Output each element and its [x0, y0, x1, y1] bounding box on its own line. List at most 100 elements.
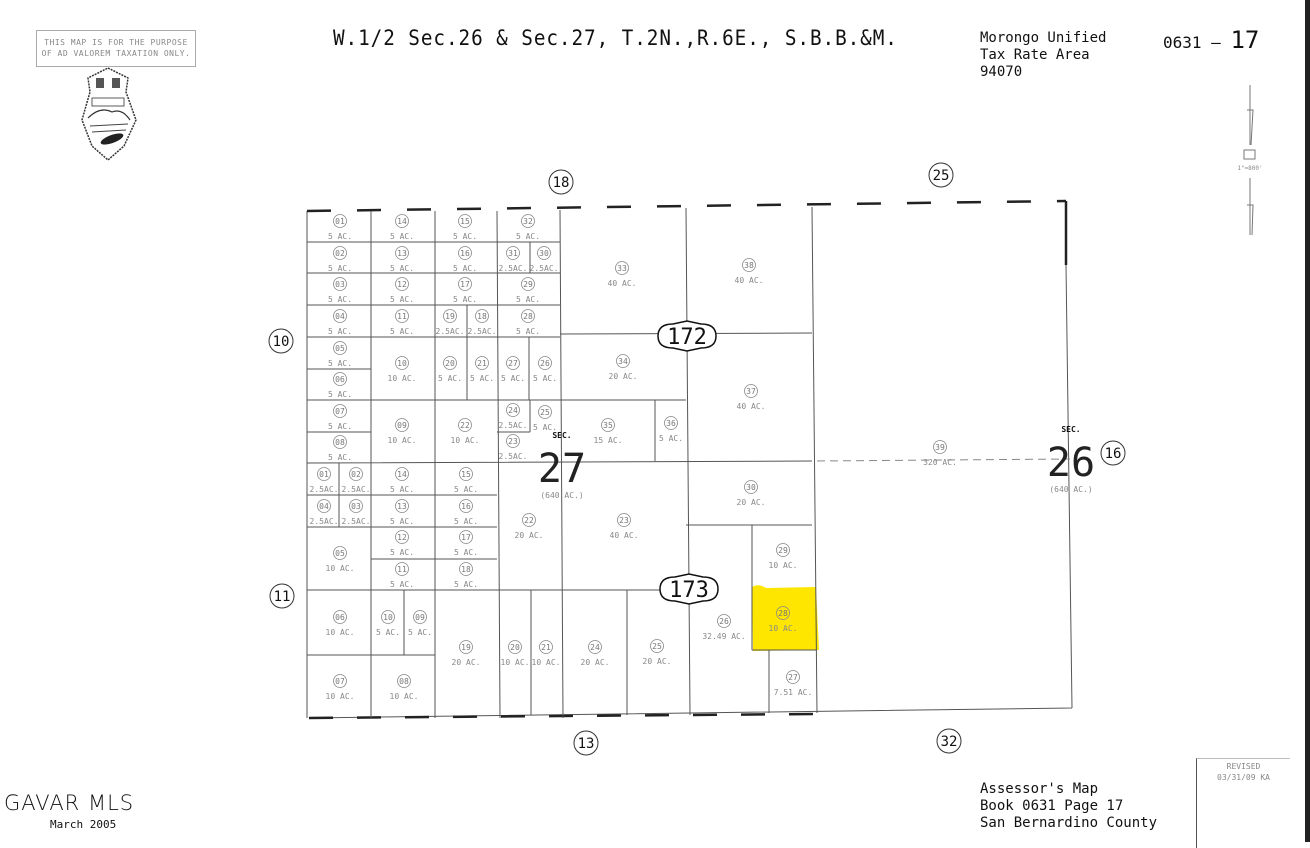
parcel-number-circle: [458, 246, 472, 260]
parcel-number-circle: [333, 246, 347, 260]
parcel-acreage: 5 AC.: [390, 485, 414, 494]
parcel-acreage: 7.51 AC.: [774, 688, 813, 697]
parcel-number-circle: [521, 277, 535, 291]
parcel-acreage: 5 AC.: [408, 628, 432, 637]
adjacent-section-marker: 11: [269, 583, 295, 609]
parcel[interactable]: 025 AC.: [328, 246, 352, 274]
parcel[interactable]: 175 AC.: [453, 277, 477, 305]
parcel-number-circle: [650, 639, 664, 653]
parcel-number: 25: [540, 408, 550, 417]
parcel[interactable]: 165 AC.: [453, 246, 477, 274]
parcel[interactable]: 085 AC.: [328, 435, 352, 463]
parcel[interactable]: 302.5AC.: [530, 246, 559, 274]
parcel-number: 28: [523, 312, 533, 321]
parcel[interactable]: 045 AC.: [328, 309, 352, 337]
parcel[interactable]: 095 AC.: [408, 610, 432, 638]
parcel-acreage: 2.5AC.: [342, 485, 371, 494]
parcel[interactable]: 075 AC.: [328, 404, 352, 432]
revised-date: 03/31/09 KA: [1217, 773, 1270, 782]
parcel[interactable]: 145 AC.: [390, 467, 414, 495]
parcel-number-circle: [786, 670, 800, 684]
parcel[interactable]: 105 AC.: [376, 610, 400, 638]
parcel-acreage: 2.5AC.: [310, 517, 339, 526]
parcel[interactable]: 012.5AC.: [310, 467, 339, 495]
parcel-number: 22: [524, 516, 534, 525]
parcel[interactable]: 365 AC.: [659, 416, 683, 444]
parcel[interactable]: 055 AC.: [328, 341, 352, 369]
parcel[interactable]: 145 AC.: [390, 214, 414, 242]
parcel-acreage: 5 AC.: [328, 390, 352, 399]
parcel[interactable]: 277.51 AC.: [774, 670, 813, 698]
parcel[interactable]: 255 AC.: [533, 405, 557, 433]
parcel[interactable]: 275 AC.: [501, 356, 525, 384]
parcel[interactable]: 312.5AC.: [499, 246, 528, 274]
parcel-acreage: 5 AC.: [454, 580, 478, 589]
parcel-number: 02: [351, 470, 361, 479]
parcel-number-circle: [717, 614, 731, 628]
parcel[interactable]: 205 AC.: [438, 356, 462, 384]
parcel[interactable]: 035 AC.: [328, 277, 352, 305]
parcel[interactable]: 175 AC.: [454, 530, 478, 558]
parcel[interactable]: 192.5AC.: [436, 309, 465, 337]
parcel[interactable]: 265 AC.: [533, 356, 557, 384]
parcel-number: 24: [590, 643, 600, 652]
parcel-number-circle: [933, 440, 947, 454]
parcel-acreage: 10 AC.: [532, 658, 561, 667]
parcel[interactable]: 02 2.5AC.: [342, 467, 371, 495]
parcel-acreage: 5 AC.: [390, 580, 414, 589]
parcel[interactable]: 182.5AC.: [468, 309, 497, 337]
parcel[interactable]: 165 AC.: [454, 499, 478, 527]
parcel[interactable]: 242.5AC.: [499, 403, 528, 431]
highlighted-parcel[interactable]: [752, 585, 819, 651]
parcel[interactable]: 185 AC.: [454, 562, 478, 590]
parcel[interactable]: 015 AC.: [328, 214, 352, 242]
parcel[interactable]: 115 AC.: [390, 309, 414, 337]
parcel[interactable]: 295 AC.: [516, 277, 540, 305]
parcel[interactable]: 285 AC.: [516, 309, 540, 337]
parcel[interactable]: 135 AC.: [390, 246, 414, 274]
parcel[interactable]: 215 AC.: [470, 356, 494, 384]
parcel[interactable]: 325 AC.: [516, 214, 540, 242]
parcel[interactable]: 115 AC.: [390, 562, 414, 590]
parcel[interactable]: 232.5AC.: [499, 434, 528, 462]
parcel[interactable]: 135 AC.: [390, 499, 414, 527]
parcel[interactable]: 065 AC.: [328, 372, 352, 400]
parcel[interactable]: 155 AC.: [453, 214, 477, 242]
parcel[interactable]: 155 AC.: [454, 467, 478, 495]
parcel-number: 34: [618, 357, 628, 366]
parcel-acreage: 20 AC.: [737, 498, 766, 507]
parcel[interactable]: 042.5AC.: [310, 499, 339, 527]
county-seal-logo: [81, 67, 137, 161]
parcel[interactable]: 032.5AC.: [342, 499, 371, 527]
parcel-number: 01: [319, 470, 329, 479]
parcel[interactable]: 125 AC.: [390, 277, 414, 305]
parcel-number: 15: [461, 470, 471, 479]
parcel[interactable]: 125 AC.: [390, 530, 414, 558]
parcel-number-circle: [459, 562, 473, 576]
section-prefix: SEC.: [1061, 425, 1080, 434]
